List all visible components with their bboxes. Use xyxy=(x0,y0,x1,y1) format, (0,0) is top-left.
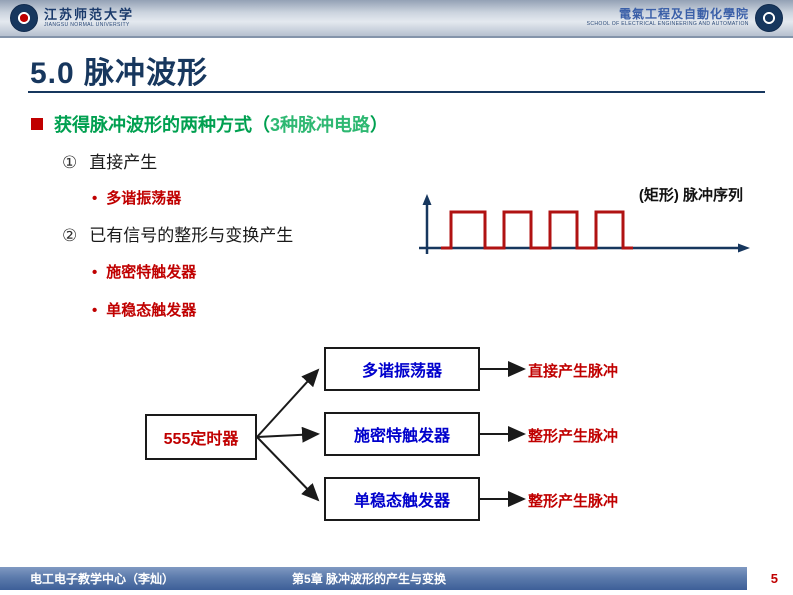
diagram-node-schmitt: 施密特触发器 xyxy=(324,412,480,456)
item-2-label: 已有信号的整形与变换产生 xyxy=(89,226,294,245)
diagram-result-2: 整形产生脉冲 xyxy=(528,428,619,445)
sub-item-2-label: 施密特触发器 xyxy=(106,264,197,281)
diagram-result-1: 直接产生脉冲 xyxy=(528,363,619,380)
footer-center-text: 第5章 脉冲波形的产生与变换 xyxy=(292,572,447,586)
item-1-label: 直接产生 xyxy=(89,153,158,172)
header-bar: 江苏师范大学 JIANGSU NORMAL UNIVERSITY 電氣工程及自動… xyxy=(0,0,793,38)
right-school-logo: 電氣工程及自動化學院 SCHOOL OF ELECTRICAL ENGINEER… xyxy=(558,4,783,32)
dot-bullet-icon: • xyxy=(92,264,98,281)
left-logo-text: 江苏师范大学 JIANGSU NORMAL UNIVERSITY xyxy=(44,6,145,29)
left-logo-cn: 江苏师范大学 xyxy=(44,6,135,22)
pulse-waveform-plot xyxy=(419,194,750,254)
heading-text-pre: 获得脉冲波形的两种方式（ xyxy=(54,115,270,135)
title-divider xyxy=(28,91,765,93)
footer-bar: 电工电子教学中心（李灿） 第5章 脉冲波形的产生与变换 xyxy=(0,567,747,590)
section-heading: 获得脉冲波形的两种方式（3种脉冲电路） xyxy=(31,111,388,137)
sub-item-monostable: • 单稳态触发器 xyxy=(92,299,196,320)
school-emblem-icon xyxy=(755,4,783,32)
right-logo-text: 電氣工程及自動化學院 SCHOOL OF ELECTRICAL ENGINEER… xyxy=(558,7,749,28)
sub-item-1-label: 多谐振荡器 xyxy=(106,190,182,207)
list-item-1: ① 直接产生 xyxy=(62,148,157,173)
jsnu-emblem-icon xyxy=(10,4,38,32)
diagram-source-box: 555定时器 xyxy=(145,414,257,460)
sub-item-3-label: 单稳态触发器 xyxy=(106,302,197,319)
right-logo-cn: 電氣工程及自動化學院 xyxy=(618,7,749,22)
heading-text-post: ） xyxy=(370,115,389,135)
item-2-number: ② xyxy=(62,226,78,245)
left-logo-en: JIANGSU NORMAL UNIVERSITY xyxy=(44,22,130,28)
page-number: 5 xyxy=(770,571,778,586)
right-logo-en: SCHOOL OF ELECTRICAL ENGINEERING AND AUT… xyxy=(586,21,749,27)
square-bullet-icon xyxy=(31,118,43,130)
sub-item-multivibrator: • 多谐振荡器 xyxy=(92,187,181,208)
sub-item-schmitt: • 施密特触发器 xyxy=(92,261,196,282)
list-item-2: ② 已有信号的整形与变换产生 xyxy=(62,221,293,246)
page-title: 5.0 脉冲波形 xyxy=(30,57,209,90)
dot-bullet-icon: • xyxy=(92,302,98,319)
diagram-node-monostable: 单稳态触发器 xyxy=(324,477,480,521)
footer-left-text: 电工电子教学中心（李灿） xyxy=(30,572,175,586)
heading-highlight: 3种脉冲电路 xyxy=(270,115,371,135)
item-1-number: ① xyxy=(62,153,78,172)
left-university-logo: 江苏师范大学 JIANGSU NORMAL UNIVERSITY xyxy=(10,4,145,32)
dot-bullet-icon: • xyxy=(92,190,98,207)
waveform-label: (矩形) 脉冲序列 xyxy=(638,187,743,204)
diagram-node-multivibrator: 多谐振荡器 xyxy=(324,347,480,391)
diagram-result-3: 整形产生脉冲 xyxy=(528,493,619,510)
heading-text: 获得脉冲波形的两种方式（3种脉冲电路） xyxy=(54,111,388,137)
